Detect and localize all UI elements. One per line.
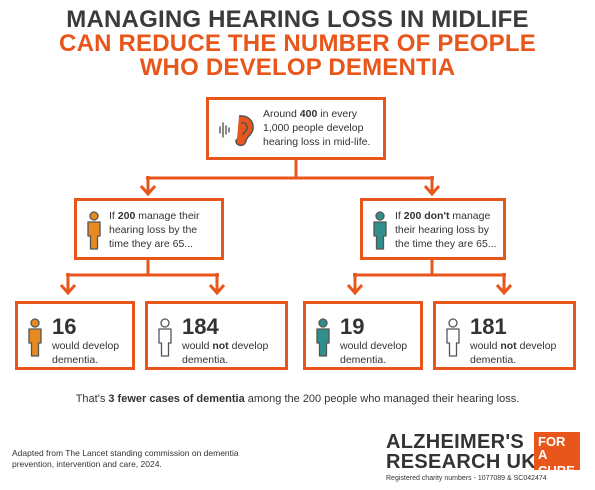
person-icon <box>446 318 460 357</box>
title-line-2: CAN REDUCE THE NUMBER OF PEOPLE <box>59 30 536 57</box>
right-branch-text: If 200 don't manage their hearing loss b… <box>395 210 497 250</box>
right-branch-box: If 200 don't manage their hearing loss b… <box>360 198 506 260</box>
outcome-text: would develop dementia. <box>52 340 120 366</box>
for-a-cure-badge: FOR A CURE <box>534 432 580 477</box>
outcome-text: would not develop dementia. <box>470 340 557 366</box>
outcome-text: would develop dementia. <box>340 340 408 366</box>
charity-numbers: Registered charity numbers - 1077089 & S… <box>386 475 547 482</box>
person-icon <box>28 318 42 357</box>
title-line-3: WHO DEVELOP DEMENTIA <box>139 54 456 81</box>
person-icon <box>316 318 330 357</box>
outcome-box-not-develop-2: 181 would not develop dementia. <box>433 301 576 370</box>
outcome-box-develop-2: 19 would develop dementia. <box>303 301 423 370</box>
outcome-number: 181 <box>470 314 507 339</box>
outcome-box-develop-1: 16 would develop dementia. <box>15 301 135 370</box>
title-line-1: MANAGING HEARING LOSS IN MIDLIFE <box>66 6 529 33</box>
logo-line-2: RESEARCH UK <box>386 451 536 473</box>
outcome-number: 16 <box>52 314 77 339</box>
person-icon <box>87 211 101 250</box>
logo-line-1: ALZHEIMER'S <box>386 431 525 453</box>
summary-text: That's 3 fewer cases of dementia among t… <box>75 393 520 405</box>
left-branch-text: If 200 manage their hearing loss by the … <box>109 210 200 250</box>
outcome-number: 19 <box>340 314 365 339</box>
outcome-box-not-develop-1: 184 would not develop dementia. <box>145 301 288 370</box>
outcome-number: 184 <box>182 314 219 339</box>
top-box: Around 400 in every 1,000 people develop… <box>206 97 386 160</box>
source-footnote: Adapted from The Lancet standing commiss… <box>12 448 239 469</box>
person-icon <box>158 318 172 357</box>
top-box-text: Around 400 in every 1,000 people develop… <box>263 108 371 148</box>
outcome-text: would not develop dementia. <box>182 340 269 366</box>
left-branch-box: If 200 manage their hearing loss by the … <box>74 198 224 260</box>
ear-icon <box>219 115 254 147</box>
person-icon <box>373 211 387 250</box>
